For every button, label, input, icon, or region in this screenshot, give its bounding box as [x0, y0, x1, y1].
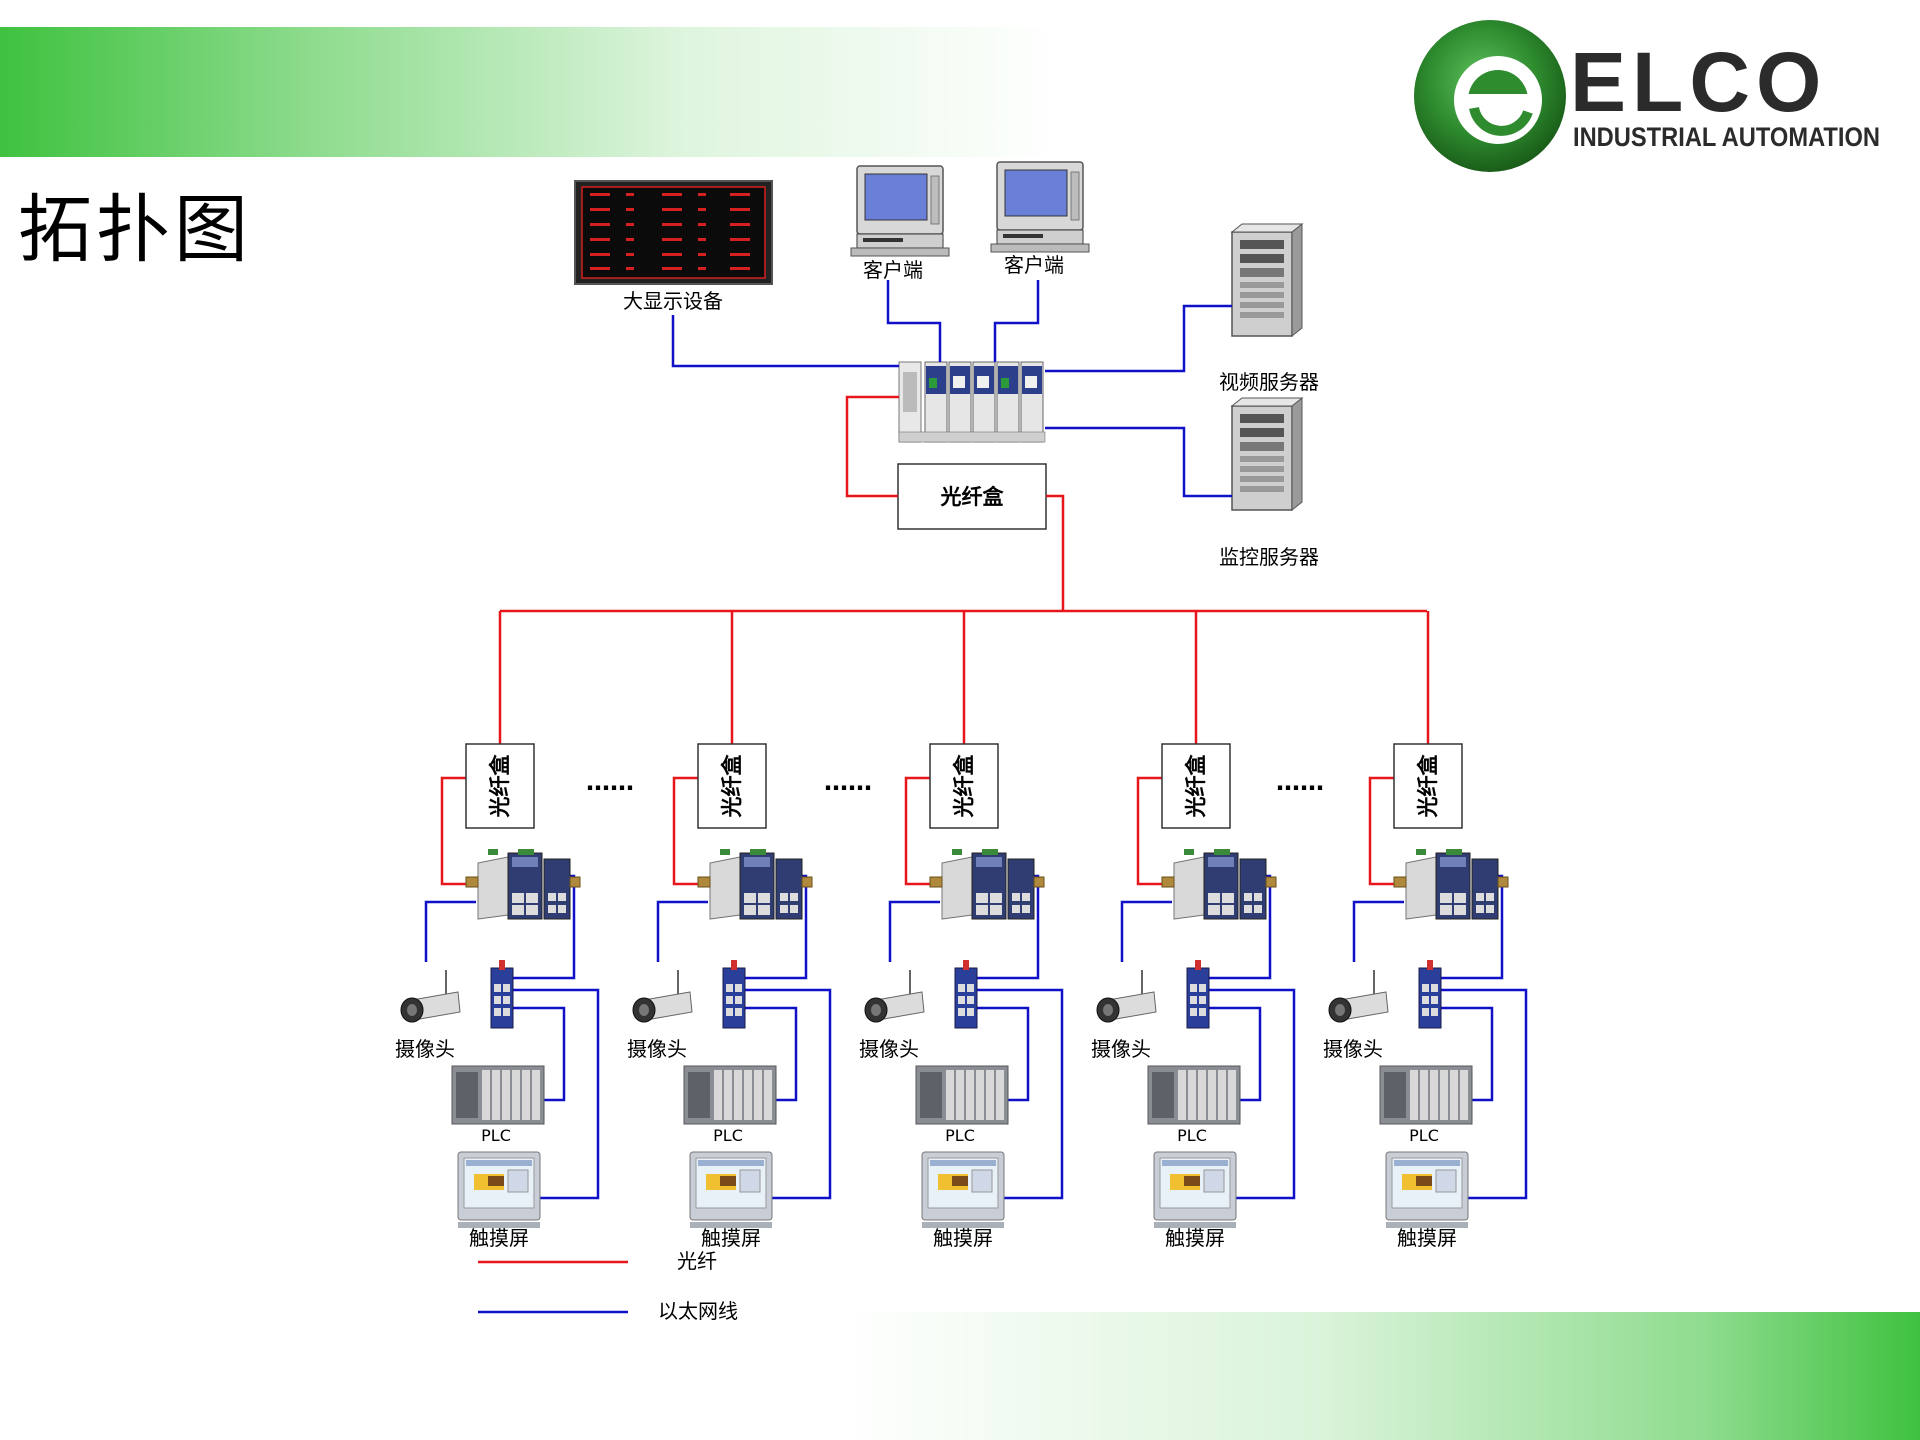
- cell-small-switch-icon: [954, 959, 978, 1029]
- camera-icon: [1328, 969, 1389, 1023]
- cell-din-switch-icon: [697, 848, 813, 920]
- cell-fiber-box-label: 光纤盒: [720, 754, 744, 819]
- cell-din-switch-icon: [465, 848, 581, 920]
- cell-fiber-box-label: 光纤盒: [952, 754, 976, 819]
- camera-icon: [1096, 969, 1157, 1023]
- cell-fiber-box-label: 光纤盒: [488, 754, 512, 819]
- video-server-label: 视频服务器: [1219, 370, 1319, 394]
- cell-fiber-box: [929, 743, 999, 829]
- cell-fiber-box-label: 光纤盒: [1416, 754, 1440, 819]
- client-right-computer-icon: [990, 161, 1090, 253]
- ellipsis-2: ……: [824, 768, 872, 796]
- touch-screen-icon: [689, 1151, 773, 1229]
- logo-brand: ELCO: [1570, 35, 1827, 129]
- touch-screen-label: 触摸屏: [701, 1226, 761, 1250]
- camera-label: 摄像头: [627, 1037, 687, 1061]
- cell-fiber-links: [1368, 611, 1430, 886]
- plc-label: PLC: [1177, 1126, 1207, 1145]
- video-server-icon: [1231, 223, 1303, 337]
- header-gradient-band: [0, 27, 1060, 157]
- cell-small-switch-icon: [490, 959, 514, 1029]
- cell-small-switch-icon: [1418, 959, 1442, 1029]
- cell-din-switch-icon: [929, 848, 1045, 920]
- plc-icon: [1147, 1065, 1241, 1125]
- cell-din-switch-icon: [1393, 848, 1509, 920]
- central-ethernet-links: [671, 280, 1232, 498]
- plc-icon: [683, 1065, 777, 1125]
- camera-icon: [632, 969, 693, 1023]
- plc-icon: [451, 1065, 545, 1125]
- touch-screen-icon: [457, 1151, 541, 1229]
- cell-fiber-box-label: 光纤盒: [1184, 754, 1208, 819]
- legend: 光纤 以太网线: [478, 1249, 738, 1323]
- plc-label: PLC: [481, 1126, 511, 1145]
- client-left-label: 客户端: [863, 258, 923, 282]
- elco-logo: ELCO INDUSTRIAL AUTOMATION: [1414, 20, 1880, 172]
- display-label: 大显示设备: [623, 289, 723, 313]
- cell-fiber-box: [697, 743, 767, 829]
- cell-fiber-links: [440, 611, 502, 886]
- touch-screen-label: 触摸屏: [1397, 1226, 1457, 1250]
- camera-label: 摄像头: [859, 1037, 919, 1061]
- field-cells: 光纤盒摄像头PLC触摸屏光纤盒摄像头PLC触摸屏光纤盒摄像头PLC触摸屏光纤盒摄…: [395, 611, 1528, 1250]
- touch-screen-label: 触摸屏: [469, 1226, 529, 1250]
- camera-label: 摄像头: [1091, 1037, 1151, 1061]
- plc-label: PLC: [713, 1126, 743, 1145]
- touch-screen-icon: [1153, 1151, 1237, 1229]
- plc-label: PLC: [945, 1126, 975, 1145]
- cell-small-switch-icon: [722, 959, 746, 1029]
- monitor-server-icon: [1231, 397, 1303, 511]
- central-fiber-box-label: 光纤盒: [940, 485, 1005, 509]
- monitor-server-label: 监控服务器: [1219, 545, 1319, 569]
- plc-icon: [915, 1065, 1009, 1125]
- cell-fiber-links: [672, 611, 734, 886]
- big-display: [574, 180, 773, 285]
- logo-tagline: INDUSTRIAL AUTOMATION: [1573, 122, 1880, 152]
- ellipsis-3: ……: [1276, 768, 1324, 796]
- plc-icon: [1379, 1065, 1473, 1125]
- cell-fiber-box: [465, 743, 535, 829]
- cell-fiber-links: [1136, 611, 1198, 886]
- cell-fiber-box: [1393, 743, 1463, 829]
- core-switch-icon: [898, 361, 1046, 443]
- client-left-computer-icon: [850, 165, 950, 257]
- touch-screen-icon: [921, 1151, 1005, 1229]
- legend-fiber-label: 光纤: [677, 1249, 717, 1273]
- cell-fiber-links: [904, 611, 966, 886]
- cell-small-switch-icon: [1186, 959, 1210, 1029]
- camera-label: 摄像头: [1323, 1037, 1383, 1061]
- touch-screen-label: 触摸屏: [933, 1226, 993, 1250]
- camera-label: 摄像头: [395, 1037, 455, 1061]
- cell-din-switch-icon: [1161, 848, 1277, 920]
- camera-icon: [400, 969, 461, 1023]
- footer-gradient-band: [840, 1312, 1920, 1440]
- cell-fiber-box: [1161, 743, 1231, 829]
- touch-screen-icon: [1385, 1151, 1469, 1229]
- client-right-label: 客户端: [1004, 253, 1064, 277]
- page-title: 拓扑图: [18, 187, 252, 273]
- ellipsis-1: ……: [586, 768, 634, 796]
- legend-ethernet-label: 以太网线: [658, 1299, 738, 1323]
- plc-label: PLC: [1409, 1126, 1439, 1145]
- camera-icon: [864, 969, 925, 1023]
- touch-screen-label: 触摸屏: [1165, 1226, 1225, 1250]
